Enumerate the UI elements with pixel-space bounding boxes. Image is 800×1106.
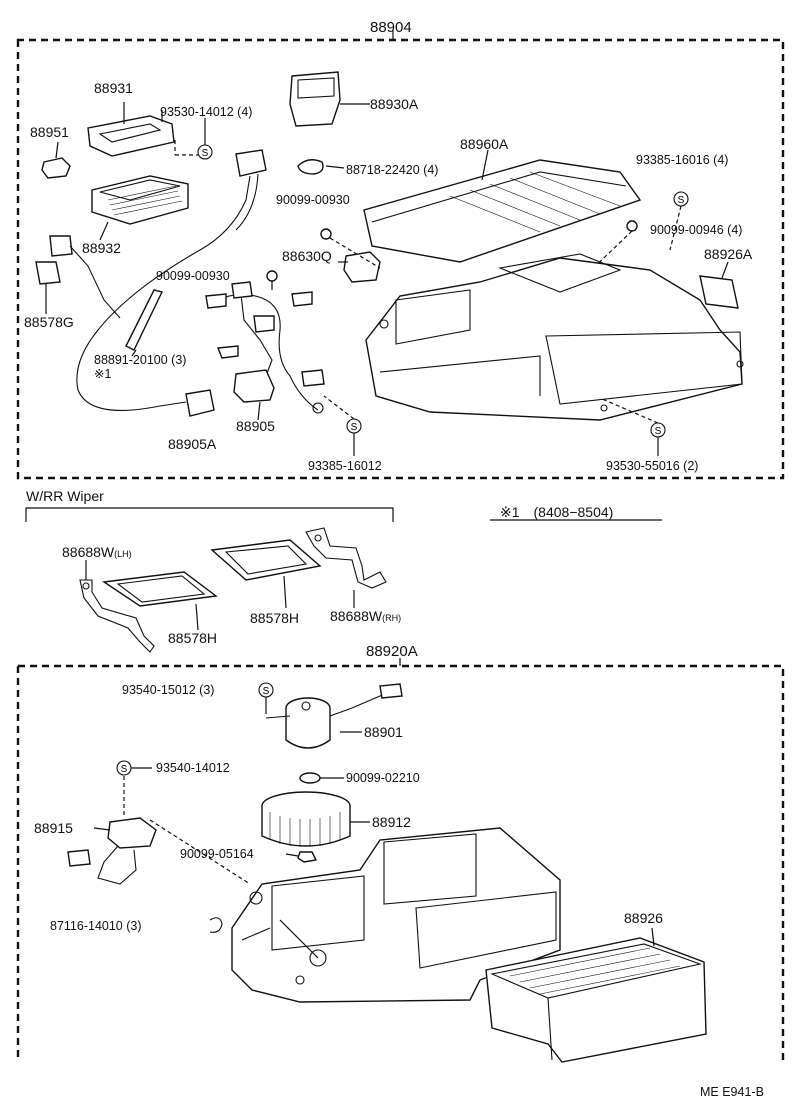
wiper-bracket-line	[25, 507, 662, 522]
part-87116	[209, 917, 223, 933]
label-93530-14012: 93530-14012 (4)	[160, 105, 253, 119]
part-88960A	[363, 149, 642, 263]
label-88931: 88931	[94, 80, 133, 96]
label-88718: 88718-22420 (4)	[346, 163, 439, 177]
top-assembly-frame	[16, 30, 785, 480]
left-connector	[49, 235, 121, 319]
label-88905A: 88905A	[168, 436, 217, 452]
screw-symbols-top	[197, 118, 666, 456]
label-date-note: ※1 (8408−8504)	[500, 504, 614, 520]
label-assy-top: 88904	[370, 19, 412, 36]
label-88912: 88912	[372, 814, 411, 830]
label-88891: 88891-20100 (3)	[94, 353, 187, 367]
part-88926	[485, 927, 707, 1063]
label-assy-bottom: 88920A	[366, 643, 418, 660]
label-87116: 87116-14010 (3)	[50, 919, 142, 933]
label-wiper-group: W/RR Wiper	[26, 488, 104, 504]
part-90099-02210	[299, 772, 344, 784]
part-88578G	[35, 261, 61, 314]
label-88688W-LH: 88688W(LH)	[62, 544, 132, 560]
label-88926: 88926	[624, 910, 663, 926]
label-93540-15012: 93540-15012 (3)	[122, 683, 215, 697]
screw-symbol-s: S	[655, 426, 662, 437]
part-88912	[261, 791, 370, 847]
bottom-assembly-frame	[16, 658, 785, 1060]
screw-symbols-bottom	[116, 682, 274, 776]
part-88688W-LH	[79, 560, 155, 653]
part-88891-hose	[125, 289, 164, 357]
part-88931	[87, 102, 198, 157]
label-diagram-code: ME E941-B	[700, 1085, 764, 1099]
label-88630Q: 88630Q	[282, 248, 332, 264]
screw-symbol-s: S	[678, 195, 685, 206]
label-90099-05164: 90099-05164	[180, 847, 254, 861]
label-88578H-b: 88578H	[250, 610, 300, 626]
label-88926A: 88926A	[704, 246, 753, 262]
label-88578H-a: 88578H	[168, 630, 218, 646]
label-90099-02210: 90099-02210	[346, 771, 420, 785]
label-88688W-RH: 88688W(RH)	[330, 608, 402, 624]
label-93385-16016: 93385-16016 (4)	[636, 153, 729, 167]
label-93530-55016: 93530-55016 (2)	[606, 459, 699, 473]
screws-top	[266, 191, 689, 301]
label-88915: 88915	[34, 820, 73, 836]
part-90099-05164	[285, 851, 318, 863]
label-93540-14012: 93540-14012	[156, 761, 230, 775]
label-88960A: 88960A	[460, 136, 509, 152]
label-88932: 88932	[82, 240, 121, 256]
part-88688W-RH	[305, 527, 387, 608]
screw-symbol-s: S	[263, 686, 270, 697]
part-88630Q	[338, 251, 381, 283]
unit-housing-top	[365, 253, 744, 421]
part-88932	[91, 175, 189, 241]
label-note-mark: ※1	[94, 367, 112, 381]
part-88930A	[289, 71, 370, 127]
label-88901: 88901	[364, 724, 403, 740]
screw-symbol-s: S	[121, 764, 128, 775]
screw-symbol-s: S	[202, 148, 209, 159]
part-88901	[265, 683, 403, 749]
part-88926A	[659, 261, 739, 311]
wire-harness	[76, 149, 325, 421]
label-88905: 88905	[236, 418, 275, 434]
part-88578H-a	[102, 571, 218, 631]
part-88718	[297, 159, 345, 175]
part-88951	[41, 141, 71, 179]
label-90099-00930-a: 90099-00930	[276, 193, 350, 207]
label-93385-16012: 93385-16012	[308, 459, 382, 473]
unit-housing-bottom	[231, 827, 561, 1003]
label-88930A: 88930A	[370, 96, 419, 112]
screw-symbol-s: S	[351, 422, 358, 433]
part-88915	[67, 776, 251, 885]
label-90099-00946: 90099-00946 (4)	[650, 223, 743, 237]
label-90099-00930-b: 90099-00930	[156, 269, 230, 283]
part-88578H-b	[210, 539, 322, 609]
label-88951: 88951	[30, 124, 69, 140]
label-88578G: 88578G	[24, 314, 74, 330]
